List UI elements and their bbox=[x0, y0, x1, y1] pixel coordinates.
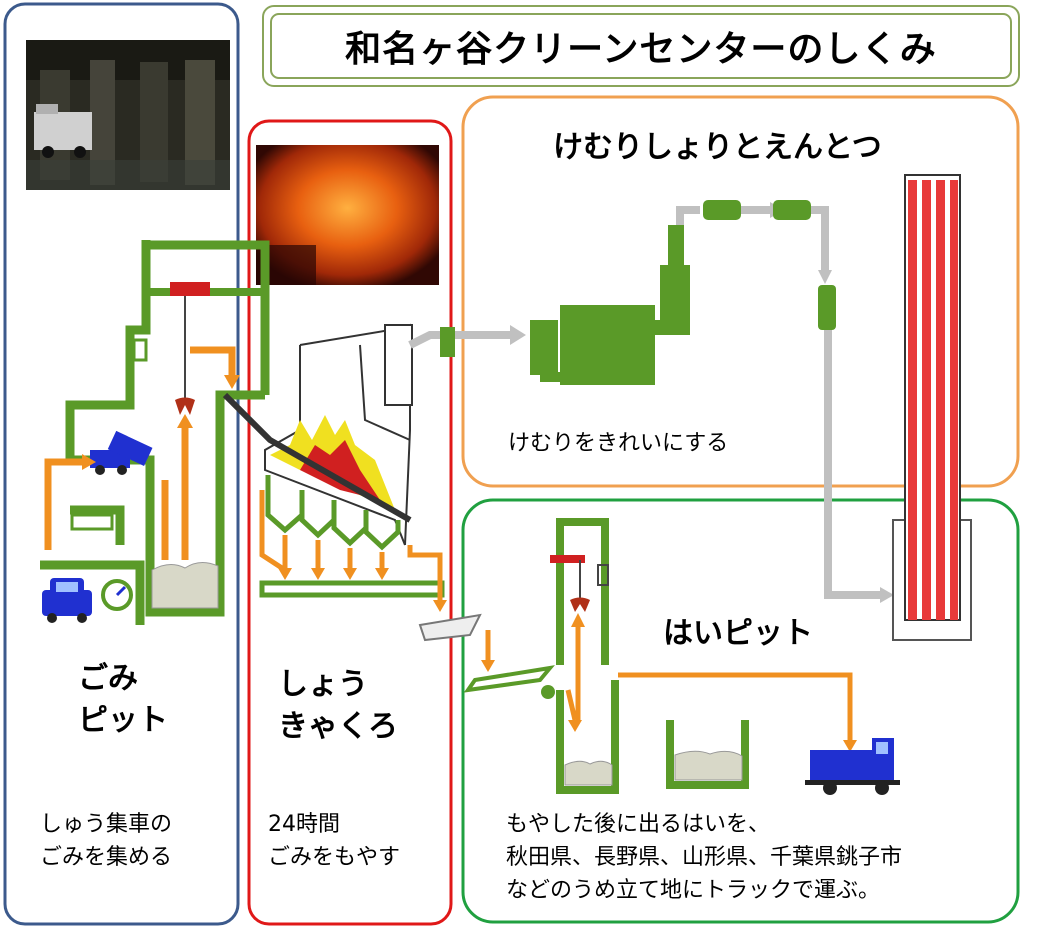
pit-wall-box bbox=[132, 338, 148, 362]
dump-truck-icon bbox=[805, 738, 900, 795]
pit-building bbox=[40, 240, 270, 625]
pit-flow-arrows bbox=[44, 346, 236, 560]
smoke-section-border bbox=[461, 95, 1020, 488]
garbage-truck-icon bbox=[90, 430, 153, 475]
incinerator-description: 24時間 ごみをもやす bbox=[268, 812, 401, 870]
pit-description: しゅう集車の ごみを集める bbox=[40, 812, 173, 870]
smoke-description: けむりをきれいにする bbox=[508, 431, 729, 456]
car-icon bbox=[42, 578, 92, 623]
pit-section-border bbox=[3, 2, 240, 926]
cooling-tower bbox=[440, 327, 455, 357]
garbage-heap bbox=[151, 562, 219, 609]
pit-label: ごみ ピット bbox=[78, 661, 168, 738]
chimney-icon bbox=[892, 174, 972, 641]
gauge-icon bbox=[101, 579, 133, 611]
ash-conveyor bbox=[259, 580, 445, 598]
ash-description: もやした後に出るはいを、 秋田県、長野県、山形県、千葉県銚子市 などのうめ立て地… bbox=[506, 812, 903, 903]
ash-label: はいピット bbox=[663, 616, 813, 651]
title-banner: 和名ヶ谷クリーンセンターのしくみ bbox=[262, 5, 1020, 87]
smoke-equipment bbox=[530, 200, 836, 385]
boiler bbox=[384, 324, 413, 406]
ash-pit-building bbox=[556, 518, 749, 794]
incinerator-label: しょう きゃくろ bbox=[278, 667, 398, 744]
crane-trolley bbox=[170, 282, 210, 296]
title-inner-border: 和名ヶ谷クリーンセンターのしくみ bbox=[270, 13, 1012, 79]
smoke-label: けむりしょりとえんとつ bbox=[553, 130, 882, 165]
grate-hoppers bbox=[265, 475, 401, 551]
incinerator-section-border bbox=[247, 119, 453, 926]
crane-grab-icon bbox=[175, 397, 195, 415]
flame-photo bbox=[256, 145, 439, 285]
ash-section-border bbox=[461, 498, 1020, 924]
pit-photo bbox=[26, 40, 230, 190]
diagram-title: 和名ヶ谷クリーンセンターのしくみ bbox=[345, 29, 937, 70]
